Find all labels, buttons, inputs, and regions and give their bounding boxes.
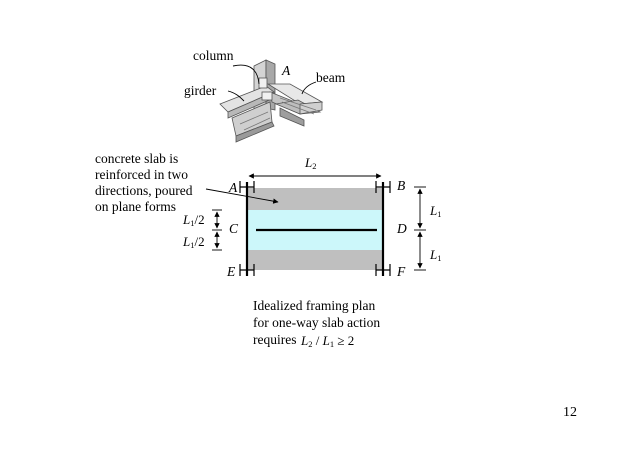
- bay-dimension: [414, 186, 426, 271]
- caption-line: requires: [253, 332, 297, 347]
- ratio-condition: L2 / L1 ≥ 2: [301, 333, 355, 349]
- point-d-label: D: [397, 221, 407, 236]
- half-span-label-upper: L1/2: [183, 212, 205, 228]
- caption-line: for one-way slab action: [253, 315, 381, 330]
- column-markers: [239, 181, 391, 276]
- half-span-label-lower: L1/2: [183, 234, 205, 250]
- point-f-label: F: [397, 264, 406, 279]
- girder-leader: [227, 90, 245, 102]
- slab-note-line: on plane forms: [95, 199, 176, 214]
- point-e-label: E: [227, 264, 236, 279]
- half-span-dimension: [212, 209, 222, 251]
- beam-label: beam: [316, 70, 346, 85]
- l2-label: L2: [305, 155, 317, 171]
- beam-connection-illustration: [219, 59, 324, 143]
- slab-band-bottom: [247, 250, 383, 270]
- girder-label: girder: [184, 83, 217, 98]
- bay-label-upper: L1: [430, 203, 442, 219]
- point-c-label: C: [229, 221, 239, 236]
- slab-note-line: reinforced in two: [95, 167, 188, 182]
- page-number: 12: [563, 405, 577, 420]
- slab-note-line: directions, poured: [95, 183, 193, 198]
- caption-line: Idealized framing plan: [253, 298, 376, 313]
- column-leader: [232, 64, 260, 85]
- column-label: column: [193, 48, 234, 63]
- beam-leader: [301, 81, 317, 95]
- slab-note-line: concrete slab is: [95, 151, 179, 166]
- point-b-label: B: [397, 178, 406, 193]
- bay-label-lower: L1: [430, 247, 442, 263]
- slab-band-top: [247, 188, 383, 210]
- slab-note-arrow: [205, 188, 279, 204]
- point-a-perspective-label: A: [282, 63, 291, 78]
- point-a-label: A: [229, 180, 238, 195]
